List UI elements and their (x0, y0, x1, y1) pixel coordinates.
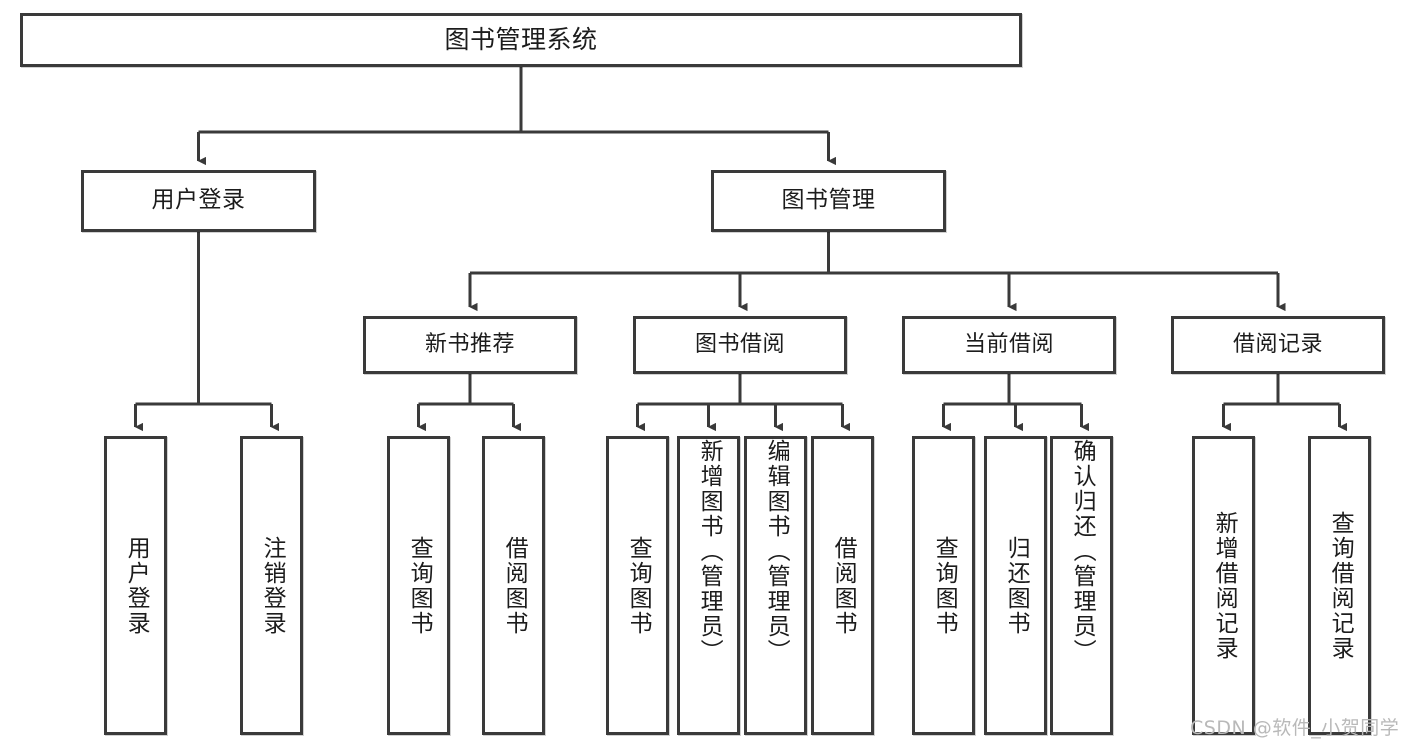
node-label: 图书管理 (781, 187, 876, 214)
node-leaf-edit-book[interactable]: 编辑图书（管理员） (744, 436, 807, 735)
node-label: 查询图书 (406, 535, 433, 636)
node-label: 图书管理系统 (444, 25, 598, 54)
node-label: 借阅记录 (1232, 331, 1323, 357)
node-label: 查询图书 (625, 535, 652, 636)
node-book-manage[interactable]: 图书管理 (711, 170, 946, 232)
node-leaf-user-login[interactable]: 用户登录 (104, 436, 167, 735)
node-root[interactable]: 图书管理系统 (20, 13, 1022, 67)
node-leaf-logout[interactable]: 注销登录 (240, 436, 303, 735)
node-leaf-query-book-3[interactable]: 查询图书 (912, 436, 975, 735)
node-leaf-query-record[interactable]: 查询借阅记录 (1308, 436, 1371, 735)
node-leaf-borrow-book-1[interactable]: 借阅图书 (482, 436, 545, 735)
node-leaf-confirm-return[interactable]: 确认归还（管理员） (1050, 436, 1113, 735)
node-new-book-rec[interactable]: 新书推荐 (363, 316, 577, 374)
csdn-watermark: CSDN @软件_小贺同学 (1190, 717, 1400, 739)
node-leaf-borrow-book-2[interactable]: 借阅图书 (811, 436, 874, 735)
node-label: 注销登录 (259, 535, 286, 636)
node-label: 用户登录 (123, 535, 150, 636)
node-label: 用户登录 (151, 187, 246, 214)
node-leaf-add-record[interactable]: 新增借阅记录 (1192, 436, 1255, 735)
node-leaf-query-book-1[interactable]: 查询图书 (387, 436, 450, 735)
node-label: 新书推荐 (424, 331, 515, 357)
node-label: 借阅图书 (830, 535, 857, 636)
node-borrow-record[interactable]: 借阅记录 (1171, 316, 1385, 374)
node-current-borrow[interactable]: 当前借阅 (902, 316, 1116, 374)
node-label: 新增借阅记录 (1211, 510, 1238, 661)
node-label: 查询图书 (931, 535, 958, 636)
node-book-borrow[interactable]: 图书借阅 (633, 316, 847, 374)
node-label: 归还图书 (1003, 535, 1030, 636)
node-label: 借阅图书 (501, 535, 528, 636)
node-label: 图书借阅 (694, 331, 785, 357)
node-label: 当前借阅 (963, 331, 1054, 357)
node-leaf-add-book[interactable]: 新增图书（管理员） (677, 436, 740, 735)
node-label: 编辑图书（管理员） (763, 439, 790, 664)
node-label: 查询借阅记录 (1327, 510, 1354, 661)
node-leaf-return-book[interactable]: 归还图书 (984, 436, 1047, 735)
node-user-login[interactable]: 用户登录 (81, 170, 316, 232)
node-leaf-query-book-2[interactable]: 查询图书 (606, 436, 669, 735)
node-label: 确认归还（管理员） (1069, 439, 1096, 664)
node-label: 新增图书（管理员） (696, 439, 723, 664)
